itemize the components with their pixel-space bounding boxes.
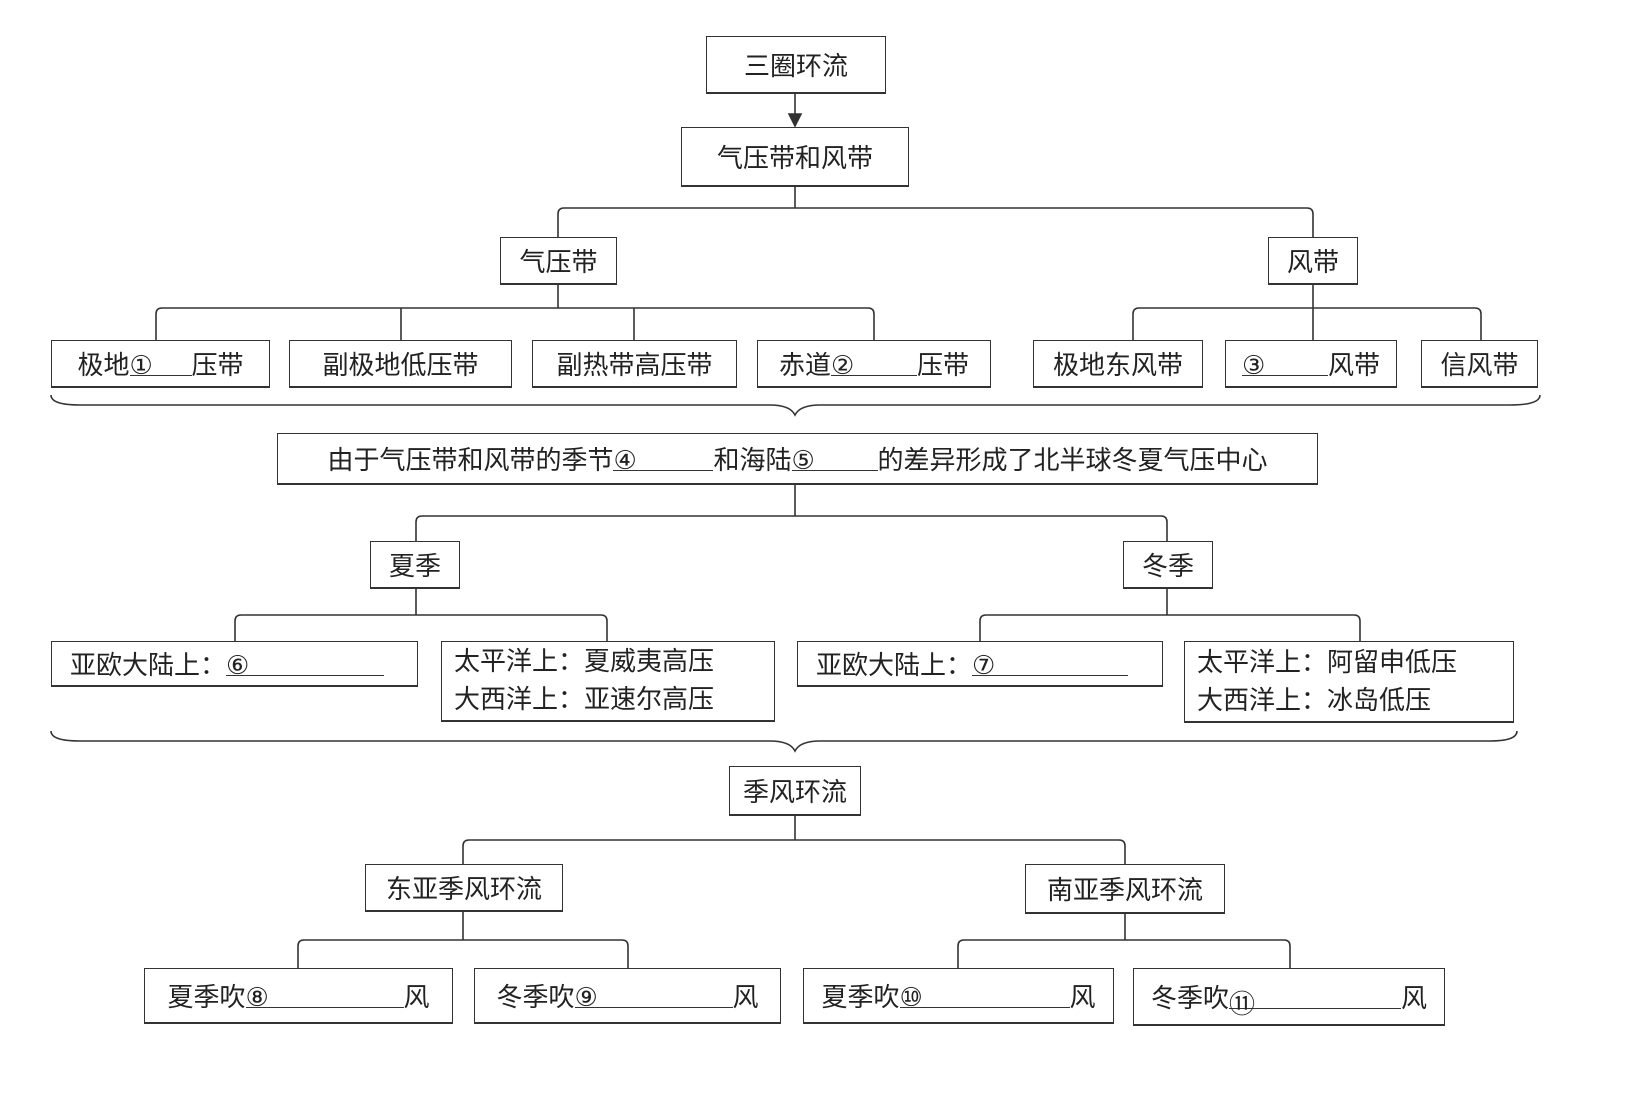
node-winter-oceans: 太平洋上：阿留申低压大西洋上：冰岛低压 [1184, 641, 1514, 723]
node-winter-eurasia: 亚欧大陆上：⑦ [797, 641, 1163, 687]
blank-5: ⑤ [791, 446, 878, 476]
blank-1: ① [129, 351, 192, 381]
text: 太平洋上：阿留申低压 [1197, 647, 1458, 678]
node-trade-winds: 信风带 [1421, 340, 1538, 388]
node-label: 副热带高压带 [556, 351, 713, 381]
node-label: 三圈环流 [743, 52, 848, 82]
text: 的差异形成了北半球冬夏气压中心 [877, 446, 1268, 476]
node-label: 气压带和风带 [716, 144, 873, 174]
node-summer-oceans: 太平洋上：夏威夷高压大西洋上：亚速尔高压 [441, 641, 775, 722]
blank-number: ⑦ [972, 651, 996, 681]
text: 大西洋上：冰岛低压 [1197, 685, 1432, 716]
blank-number: ① [129, 351, 153, 381]
node-monsoon: 季风环流 [729, 766, 861, 816]
text: 大西洋上：亚速尔高压 [454, 685, 715, 715]
text: 风 [403, 983, 430, 1013]
blank-11: ⑪ [1229, 984, 1401, 1020]
node-label: 信风带 [1440, 351, 1519, 381]
text: 由于气压带和风带的季节 [327, 446, 614, 476]
blank-2: ② [831, 351, 917, 381]
node-three-cell-circulation: 三圈环流 [706, 36, 886, 94]
blank-6: ⑥ [226, 651, 385, 681]
text: 风 [1401, 984, 1428, 1014]
text: 亚欧大陆上： [70, 651, 227, 681]
text: 风 [1069, 983, 1096, 1013]
blank-9: ⑨ [574, 983, 733, 1013]
blank-number: ② [831, 351, 855, 381]
node-east-asian-monsoon: 东亚季风环流 [365, 864, 563, 912]
blank-number: ③ [1241, 351, 1266, 381]
text: 亚欧大陆上： [816, 651, 973, 681]
brace [50, 394, 1541, 417]
text: 风带 [1327, 351, 1380, 381]
text: 风 [732, 983, 759, 1013]
brace [50, 730, 1518, 753]
blank-number: ⑪ [1229, 990, 1256, 1020]
node-label: 夏季 [388, 552, 441, 582]
text: 极地 [77, 351, 130, 381]
node-label: 风带 [1286, 248, 1339, 278]
text: 赤道 [778, 351, 831, 381]
node-summer: 夏季 [370, 541, 460, 589]
node-summer-eurasia: 亚欧大陆上：⑥ [51, 641, 418, 687]
blank-number: ⑥ [226, 651, 250, 681]
text: 压带 [191, 351, 244, 381]
node-label: 冬季 [1141, 552, 1194, 582]
node-pressure-belts: 气压带 [500, 237, 617, 285]
node-south-asian-monsoon: 南亚季风环流 [1025, 864, 1225, 914]
blank-number: ④ [613, 446, 637, 476]
text: 太平洋上：夏威夷高压 [454, 647, 715, 677]
node-label: 副极地低压带 [322, 351, 479, 381]
blank-3: ③ [1241, 351, 1328, 381]
node-subtropical-high: 副热带高压带 [532, 340, 737, 388]
node-subpolar-low: 副极地低压带 [289, 340, 512, 388]
blank-8: ⑧ [245, 983, 404, 1013]
blank-number: ⑩ [899, 983, 923, 1013]
node-label: 极地东风带 [1052, 351, 1183, 381]
node-label: 东亚季风环流 [385, 875, 542, 905]
text: 冬季吹 [496, 983, 575, 1013]
blank-7: ⑦ [972, 651, 1129, 681]
text: 冬季吹 [1150, 984, 1229, 1014]
arrow-head [787, 113, 803, 128]
text: 夏季吹 [167, 983, 246, 1013]
text: 夏季吹 [821, 983, 900, 1013]
blank-number: ⑤ [791, 446, 815, 476]
text: 压带 [917, 351, 970, 381]
node-wind-belts: 风带 [1268, 237, 1358, 285]
node-westerlies: ③ 风带 [1225, 340, 1397, 388]
node-label: 季风环流 [742, 778, 847, 808]
node-winter: 冬季 [1123, 541, 1213, 589]
blank-4: ④ [613, 446, 714, 476]
blank-10: ⑩ [899, 983, 1070, 1013]
node-label: 气压带 [519, 248, 598, 278]
node-pressure-and-wind-belts: 气压带和风带 [681, 127, 909, 187]
node-polar-easterlies: 极地东风带 [1033, 340, 1203, 388]
node-label: 南亚季风环流 [1046, 876, 1203, 906]
blank-number: ⑨ [574, 983, 598, 1013]
text: 和海陆 [713, 446, 792, 476]
blank-number: ⑧ [245, 983, 269, 1013]
